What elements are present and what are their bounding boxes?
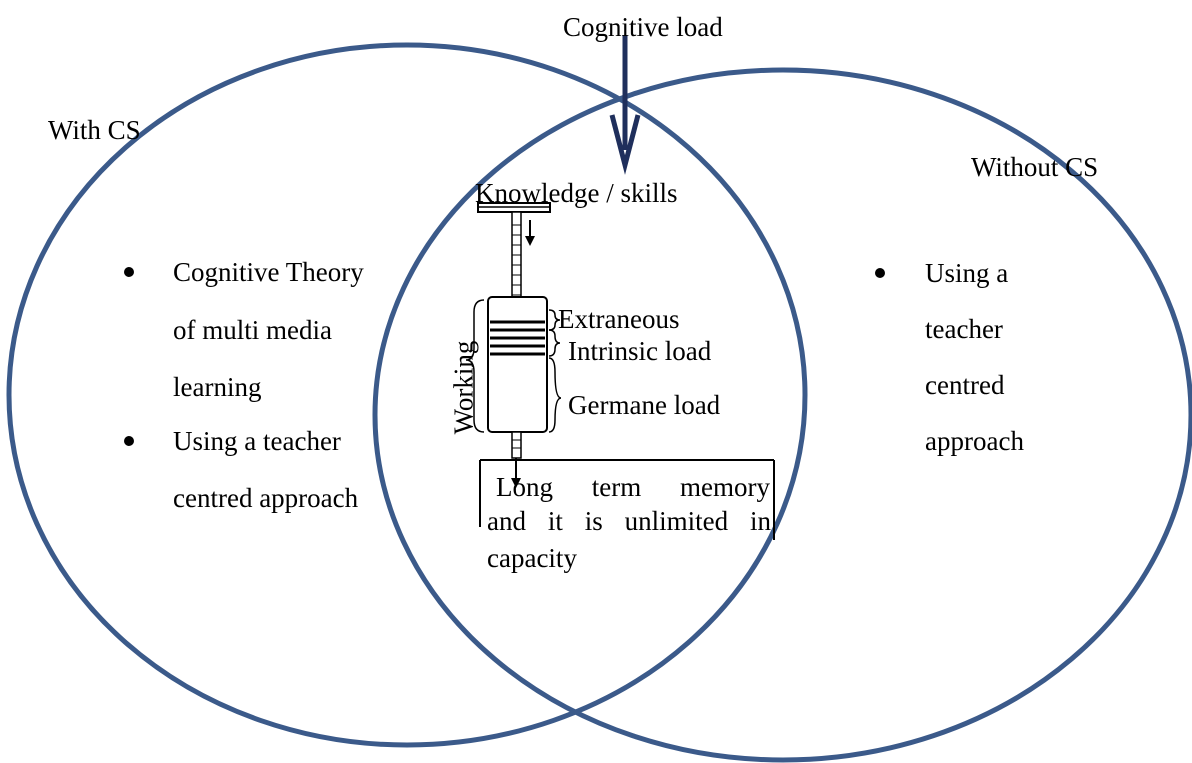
ltm-line-2: and it is unlimited in xyxy=(487,506,771,536)
extraneous-label: Extraneous xyxy=(558,304,680,334)
right-bullet-line-3: centred xyxy=(925,370,1005,400)
working-label: Working xyxy=(448,340,479,435)
cognitive-load-arrow xyxy=(609,35,641,175)
left-bullet-2-line-2: centred approach xyxy=(173,483,359,513)
intrinsic-load-label: Intrinsic load xyxy=(568,336,712,366)
bullet-dot xyxy=(124,436,134,446)
without-cs-label: Without CS xyxy=(971,152,1099,182)
bullet-dot xyxy=(124,267,134,277)
left-bullet-1-line-1: Cognitive Theory xyxy=(173,257,364,287)
right-bullet-line-1: Using a xyxy=(925,258,1009,288)
left-bullet-1-line-3: learning xyxy=(173,372,262,402)
right-circle xyxy=(372,67,1192,763)
cognitive-load-label: Cognitive load xyxy=(563,12,723,42)
left-bullet-2-line-1: Using a teacher xyxy=(173,426,341,456)
left-circle xyxy=(6,42,808,748)
working-memory-piston xyxy=(465,202,562,488)
germane-load-label: Germane load xyxy=(568,390,721,420)
right-bullet-line-2: teacher xyxy=(925,314,1003,344)
ltm-box xyxy=(479,459,775,540)
right-bullet-line-4: approach xyxy=(925,426,1024,456)
knowledge-skills-label: Knowledge / skills xyxy=(475,178,678,208)
with-cs-label: With CS xyxy=(48,115,141,145)
ltm-line-3: capacity xyxy=(487,543,577,573)
ltm-line-1: Long term memory xyxy=(496,472,770,502)
bullet-dot xyxy=(875,268,885,278)
left-bullet-1-line-2: of multi media xyxy=(173,315,332,345)
